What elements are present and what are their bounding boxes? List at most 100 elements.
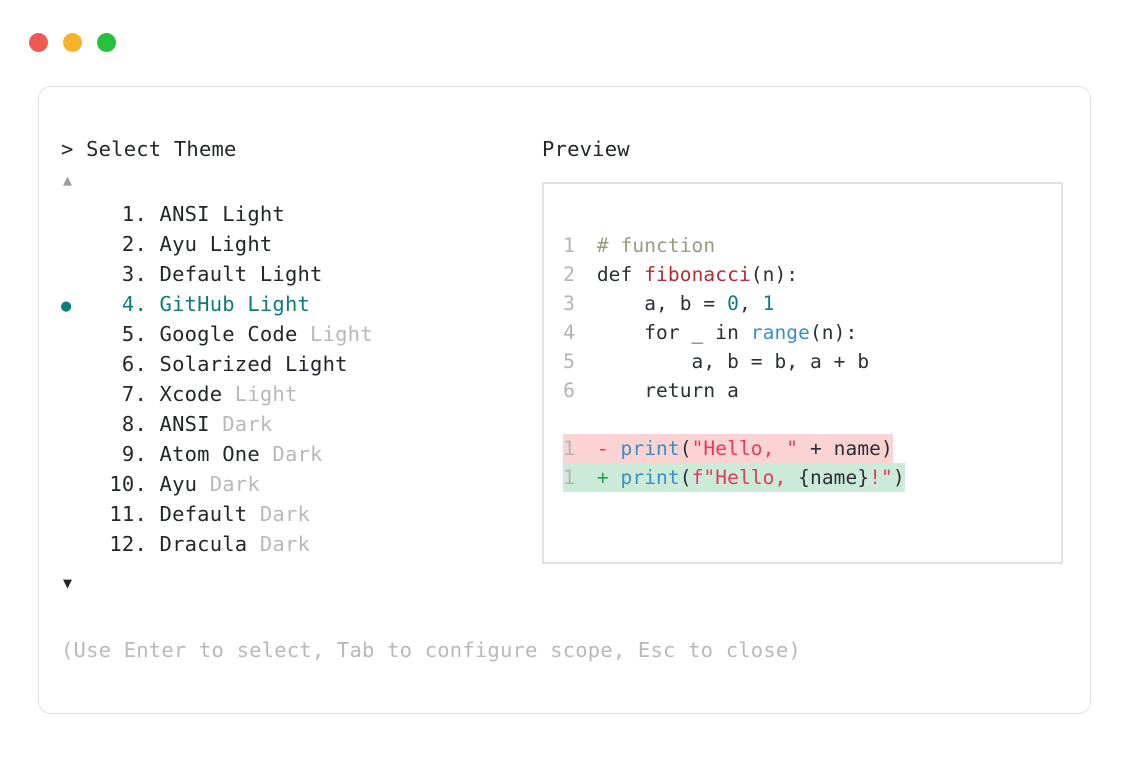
code-line-text: a, b = b, a + b — [585, 347, 870, 376]
maximize-dot[interactable] — [97, 33, 116, 52]
theme-item-index: 4. — [121, 292, 147, 316]
theme-item-index: 5. — [121, 322, 147, 346]
line-number: 5 — [563, 350, 575, 373]
code-token: ( — [679, 437, 692, 460]
code-token: range — [750, 321, 810, 344]
diff-line-text: print(f"Hello, {name}!") — [621, 463, 905, 492]
theme-item-name: Ayu Light — [147, 232, 273, 256]
code-line-text: return a — [585, 376, 739, 405]
code-token: print — [620, 437, 680, 460]
theme-list: 1. ANSI Light 2. Ayu Light 3. Default Li… — [61, 199, 531, 559]
code-line-text: def fibonacci(n): — [585, 260, 798, 289]
theme-item-index: 9. — [121, 442, 147, 466]
theme-item-variant: Dark — [259, 442, 323, 466]
theme-item-name: GitHub Light — [147, 292, 311, 316]
diff-marker: - — [585, 437, 621, 460]
minimize-dot[interactable] — [63, 33, 82, 52]
line-number: 4 — [563, 321, 575, 344]
theme-list-item[interactable]: 8. ANSI Dark — [61, 409, 531, 439]
code-line: 3 a, b = 0, 1 — [563, 289, 1053, 318]
bullet-placeholder — [61, 321, 91, 351]
theme-item-name: Default Light — [147, 262, 323, 286]
theme-list-pane: > Select Theme ▲ 1. ANSI Light 2. Ayu Li… — [61, 134, 531, 594]
theme-picker-card: > Select Theme ▲ 1. ANSI Light 2. Ayu Li… — [38, 86, 1091, 714]
theme-list-item[interactable]: 5. Google Code Light — [61, 319, 531, 349]
theme-item-name: ANSI Light — [147, 202, 285, 226]
code-line-text: for _ in range(n): — [585, 318, 857, 347]
theme-list-item[interactable]: ● 4. GitHub Light — [61, 289, 531, 319]
selected-bullet-icon: ● — [61, 296, 72, 316]
bullet-placeholder — [61, 441, 91, 471]
theme-list-item[interactable]: 6. Solarized Light — [61, 349, 531, 379]
code-token: ) — [892, 466, 905, 489]
theme-list-item[interactable]: 12. Dracula Dark — [61, 529, 531, 559]
theme-item-variant: Light — [297, 322, 373, 346]
code-token: def — [585, 263, 645, 286]
theme-list-item[interactable]: 11. Default Dark — [61, 499, 531, 529]
bullet-placeholder — [61, 381, 91, 411]
line-number: 2 — [563, 263, 575, 286]
theme-item-name: Atom One — [147, 442, 260, 466]
diff-marker: + — [585, 466, 621, 489]
theme-item-index: 1. — [121, 202, 147, 226]
code-token: 1 — [762, 292, 775, 315]
theme-item-index: 10. — [109, 472, 147, 496]
theme-item-index: 6. — [121, 352, 147, 376]
preview-label: Preview — [542, 137, 630, 161]
theme-item-variant: Light — [222, 382, 298, 406]
diff-line-text: print("Hello, " + name) — [621, 434, 893, 463]
code-line-text: # function — [585, 231, 715, 260]
close-dot[interactable] — [29, 33, 48, 52]
code-token: # function — [585, 234, 716, 257]
diff-line-added: 1 + print(f"Hello, {name}!") — [563, 463, 905, 492]
theme-list-item[interactable]: 3. Default Light — [61, 259, 531, 289]
bullet-placeholder — [61, 471, 91, 501]
line-number: 3 — [563, 292, 575, 315]
theme-item-variant: Dark — [209, 412, 273, 436]
line-number: 6 — [563, 379, 575, 402]
bullet-placeholder — [61, 351, 91, 381]
theme-list-item[interactable]: 1. ANSI Light — [61, 199, 531, 229]
line-number: 1 — [563, 234, 575, 257]
theme-item-variant: Dark — [247, 532, 311, 556]
theme-item-name: Xcode — [147, 382, 223, 406]
theme-list-item[interactable]: 7. Xcode Light — [61, 379, 531, 409]
code-token: f"Hello, — [691, 466, 799, 489]
theme-list-item[interactable]: 9. Atom One Dark — [61, 439, 531, 469]
code-token: "Hello, " — [691, 437, 799, 460]
code-token: for _ in — [585, 321, 751, 344]
line-number: 1 — [563, 437, 575, 460]
theme-item-index: 7. — [121, 382, 147, 406]
theme-item-variant: Dark — [247, 502, 311, 526]
page-title: > Select Theme — [61, 137, 237, 161]
code-token: return a — [585, 379, 739, 402]
bullet-placeholder — [61, 501, 91, 531]
code-token: , — [738, 292, 763, 315]
theme-item-name: Default — [147, 502, 248, 526]
theme-item-name: ANSI — [147, 412, 210, 436]
theme-list-item[interactable]: 2. Ayu Light — [61, 229, 531, 259]
code-token: 0 — [727, 292, 739, 315]
code-token: (n): — [809, 321, 858, 344]
theme-item-index: 8. — [121, 412, 147, 436]
theme-item-index: 3. — [121, 262, 147, 286]
code-line: 4 for _ in range(n): — [563, 318, 1053, 347]
code-token: {name} — [798, 466, 870, 489]
code-spacer — [563, 405, 1053, 434]
scroll-down-icon[interactable]: ▼ — [63, 574, 73, 592]
scroll-up-icon[interactable]: ▲ — [63, 171, 73, 189]
code-token: a, b = — [585, 292, 728, 315]
theme-item-name: Solarized Light — [147, 352, 348, 376]
code-line: 1 # function — [563, 231, 1053, 260]
theme-list-item[interactable]: 10. Ayu Dark — [61, 469, 531, 499]
theme-item-name: Ayu — [147, 472, 198, 496]
code-token: a, b = b, a + b — [585, 350, 870, 373]
code-line: 2 def fibonacci(n): — [563, 260, 1053, 289]
diff-line-removed: 1 - print("Hello, " + name) — [563, 434, 893, 463]
theme-item-index: 12. — [109, 532, 147, 556]
code-token: fibonacci — [644, 263, 751, 286]
bullet-placeholder — [61, 411, 91, 441]
